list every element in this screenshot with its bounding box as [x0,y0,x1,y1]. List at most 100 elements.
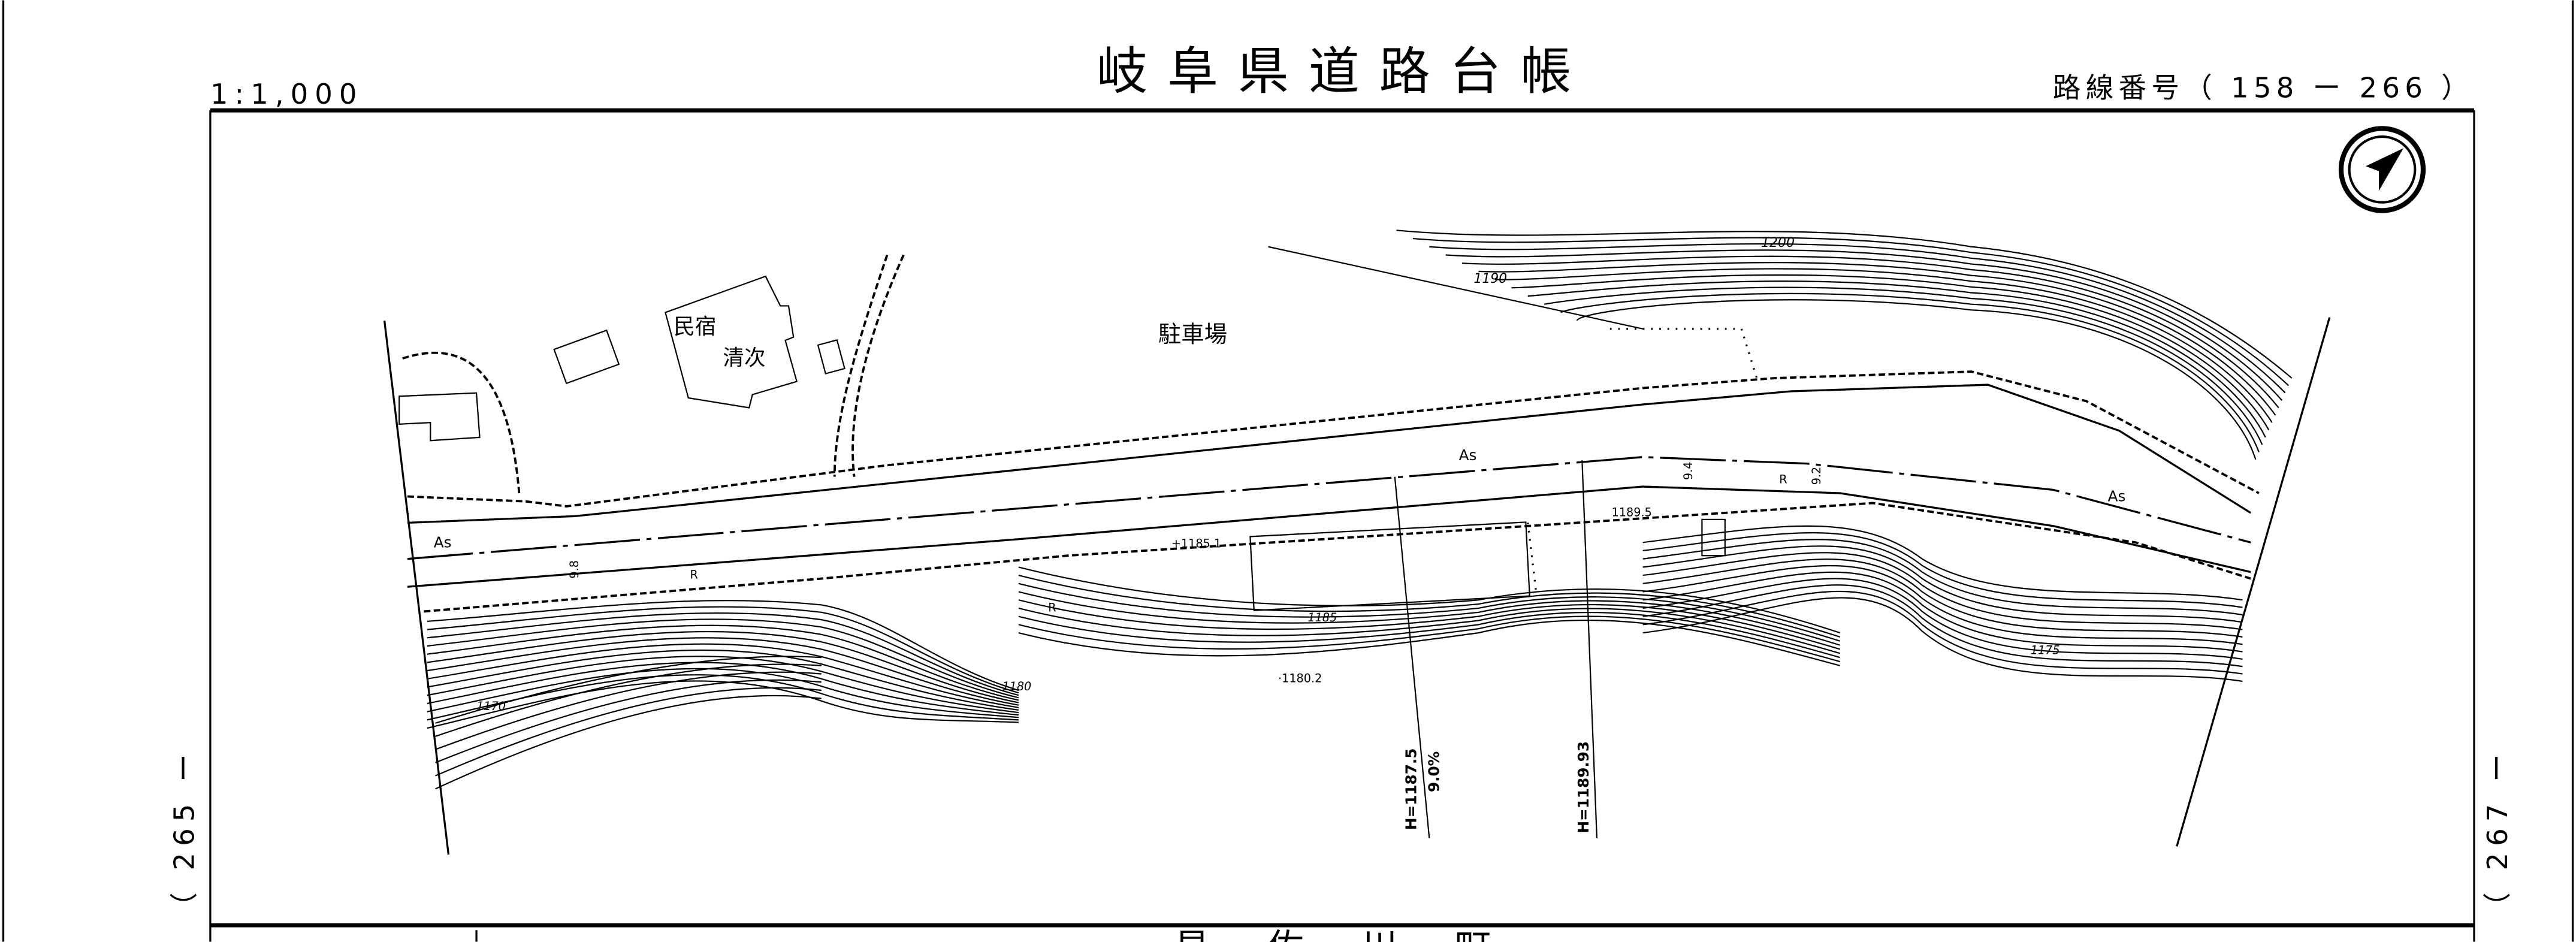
contour-line [1445,249,2283,401]
road-fence-upper [407,370,2260,508]
contour-line [1642,584,2243,668]
building-left [398,392,481,442]
contour-line [1527,280,2266,438]
footer-place-name: 見 佐 川 町 [1174,927,1514,942]
stone-wall [833,254,905,477]
contour-line [427,680,1019,729]
contour-line [1412,237,2289,387]
contour-line [1642,590,2243,675]
contour-line [1494,268,2273,423]
curb-label: R [1048,600,1056,614]
road-centerline [407,456,2251,560]
map-drawing [383,230,2331,855]
scale-label: 1:1,000 [210,78,364,110]
contour-line [427,668,1019,718]
contour-line [1018,607,1841,654]
contour-line [1642,558,2243,638]
contour-line [1511,274,2270,430]
contour-line [427,656,1019,714]
contour-line [1429,243,2286,394]
contour-line [435,679,822,763]
contour-line [1642,545,2243,623]
contour-line [427,600,1019,692]
building-inn [665,275,798,409]
contour-line [1642,532,2243,608]
contour-line [427,606,1019,694]
contour-label: 1180 [1002,680,1031,693]
width-label: 9.4 [1681,462,1695,481]
contour-line [1018,619,1841,666]
page-title: 岐阜県道路台帳 [1097,43,1591,102]
spot-height: +1185.1 [1171,536,1221,550]
building-right-small [1701,518,1726,557]
contour-line [427,618,1019,699]
surface-label: As [434,533,452,551]
north-arrow-icon [2338,126,2426,213]
contour-line [1642,539,2243,615]
contour-line [1642,571,2243,653]
contour-label: 1175 [2031,644,2060,657]
parking-structure [1249,521,1530,611]
contour-line [1018,591,1841,646]
contour-line [435,671,822,750]
contour-label: 1190 [1473,271,1507,286]
contour-line [435,695,822,790]
contour-line [427,662,1019,716]
curb-label: R [1779,473,1787,487]
contour-label: 1170 [476,699,506,713]
road-edge-lower [407,485,2251,588]
contour-line [1018,566,1841,634]
contour-line [1642,525,2243,601]
contour-label: 1185 [1307,611,1337,624]
profile-height-2: H=1189.93 [1575,741,1592,834]
contour-line [1478,262,2276,416]
contour-line [1642,565,2243,645]
contour-line [435,687,822,777]
contour-line [427,643,1019,708]
profile-grade: 9.0% [1426,751,1443,792]
inn-label-2: 清次 [723,346,765,370]
profile-line-2 [1581,460,1598,838]
contour-line [427,612,1019,696]
contour-line [427,624,1019,701]
parking-label: 駐車場 [1158,321,1227,348]
survey-boundary-right [2176,317,2331,847]
profile-height-1: H=1187.5 [1402,748,1420,830]
retaining-wall-left [402,351,521,494]
contour-line [1642,578,2243,660]
field-boundary [1268,246,1643,330]
fence-parcel [1527,328,1759,592]
building-small [817,339,845,375]
width-label: 9.2 [1810,467,1823,485]
contour-line [435,656,822,724]
contour-line [435,663,822,737]
curb-label: R [690,568,698,582]
prev-sheet-link[interactable]: （ 265 ー [168,747,201,920]
survey-boundary-left [383,320,450,855]
contour-line [1018,575,1841,638]
route-number: 路線番号（ 158 ー 266 ） [2053,71,2474,104]
width-label: 9.8 [567,560,581,579]
contour-line [1642,597,2243,683]
contour-label: 1200 [1761,236,1795,250]
contour-line [427,631,1019,704]
spot-height: ·1180.2 [1278,671,1322,685]
contour-line [1018,611,1841,659]
profile-line-1 [1394,476,1430,838]
building-shed [553,329,620,385]
surface-label: As [1459,446,1477,464]
contour-line [1462,255,2279,409]
contour-line [427,637,1019,706]
contour-line [1018,615,1841,663]
road-fence-lower [424,502,2251,613]
contour-lines [427,230,2293,790]
contour-line [1544,286,2263,445]
contour-line [1576,299,2257,460]
spot-height: 1189.5 [1612,505,1652,519]
inn-label-1: 民宿 [674,315,716,339]
next-sheet-link[interactable]: （ 267 ー [2481,747,2514,920]
surface-label: As [2108,488,2126,505]
road-edge-upper [407,384,2252,524]
contour-line [1642,552,2243,630]
